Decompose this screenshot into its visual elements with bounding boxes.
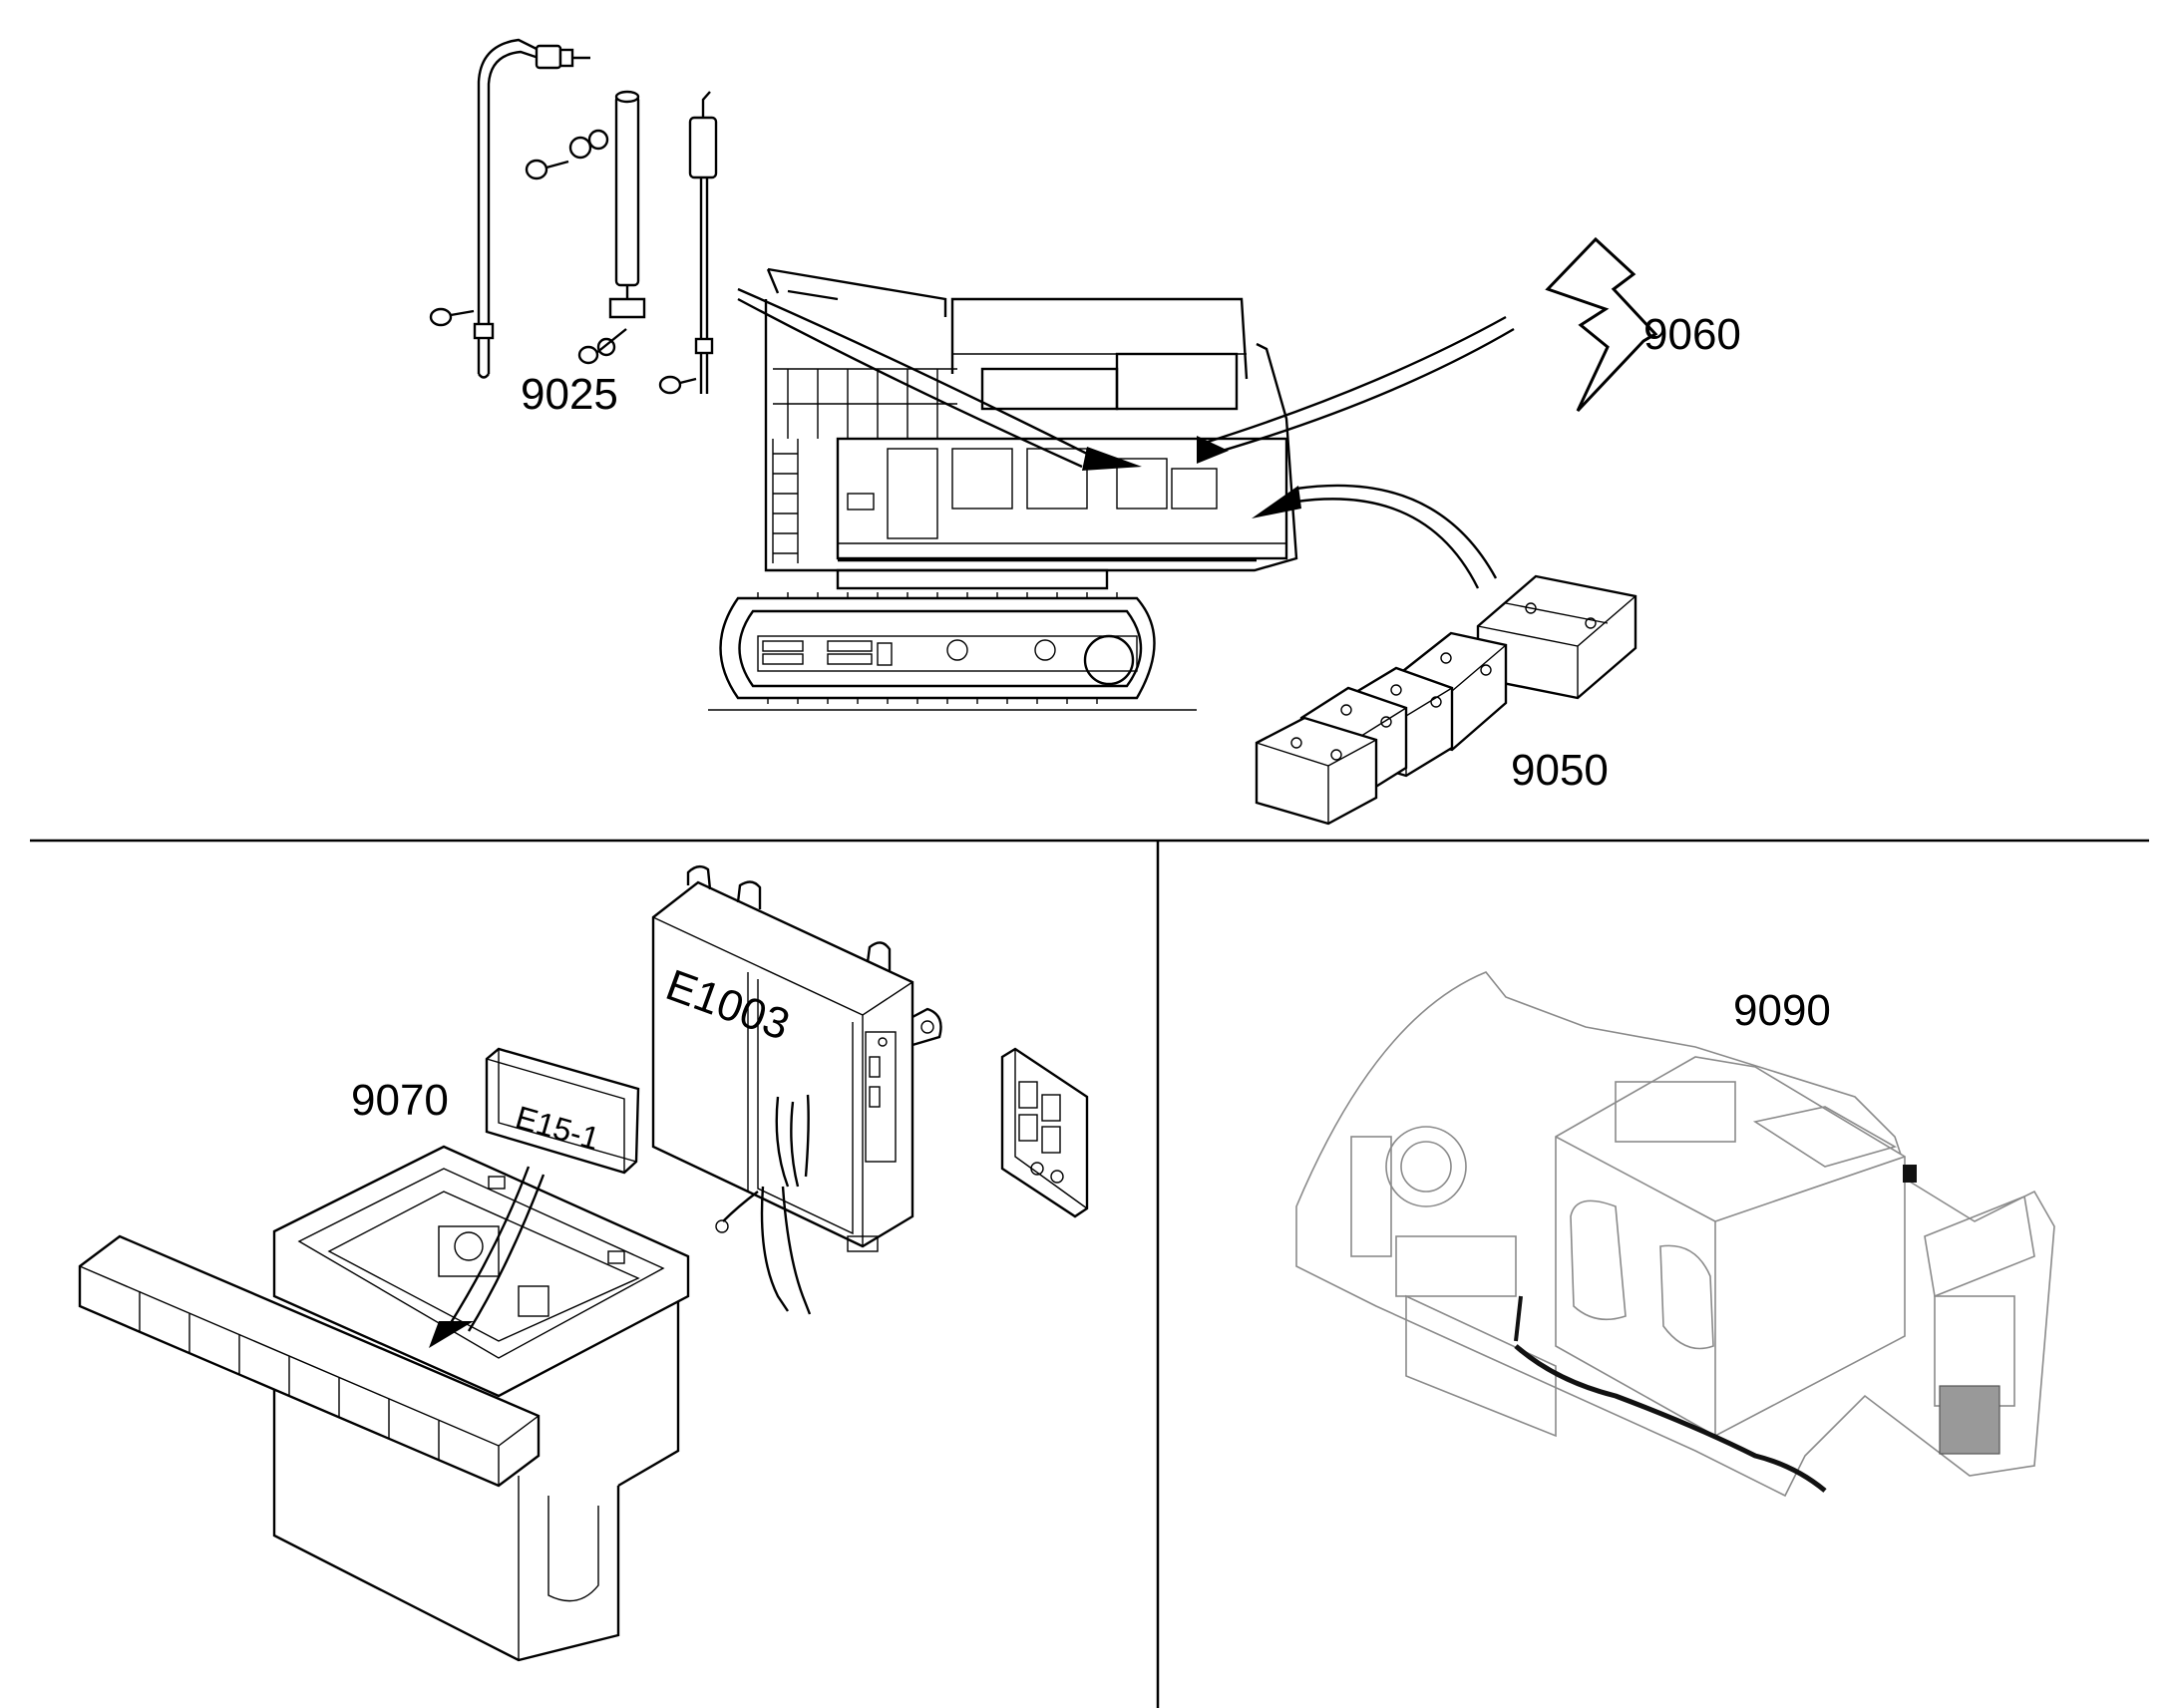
callout-9025: 9025 [521, 370, 618, 419]
pointer-arrow-frame [429, 1321, 474, 1348]
battery-icon [1255, 574, 1637, 826]
label-plate: E15-1 [485, 1047, 640, 1175]
platform-frame-icon [78, 1145, 690, 1662]
callout-9070: 9070 [351, 1076, 449, 1125]
lightning-bolt-icon [1545, 236, 1658, 413]
engine-module-icon [1295, 971, 2055, 1498]
pointer-arrow-right [1197, 436, 1229, 464]
pointer-arrow-left [1082, 447, 1142, 471]
antenna-mast-icon [429, 38, 718, 395]
callout-9060: 9060 [1643, 310, 1741, 359]
pointer-arrow-battery [1252, 486, 1301, 518]
callout-9090: 9090 [1733, 986, 1831, 1035]
callout-9050: 9050 [1511, 746, 1609, 795]
excavator-icon [708, 267, 1515, 711]
junction-box-icon [1000, 1047, 1089, 1218]
electrical-cabinet-icon [651, 864, 942, 1315]
